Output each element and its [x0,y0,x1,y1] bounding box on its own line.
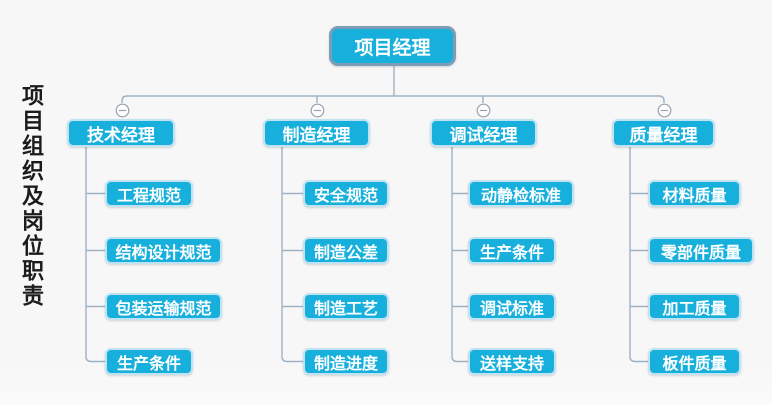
connector-branch-3 [451,147,468,363]
node-leaf[interactable]: 生产条件 [468,237,556,264]
node-leaf[interactable]: 制造进度 [303,348,389,375]
node-leaf[interactable]: 结构设计规范 [105,237,222,264]
collapse-minus-icon[interactable] [657,103,672,118]
node-leaf[interactable]: 安全规范 [303,180,389,207]
chart-title-vertical: 项目组织及岗位职责 [19,84,44,309]
node-leaf[interactable]: 材料质量 [648,180,741,207]
collapse-minus-icon[interactable] [115,103,130,118]
node-leaf[interactable]: 制造公差 [303,237,389,264]
node-leaf[interactable]: 调试标准 [468,293,556,320]
connector-branch-4 [629,147,648,363]
connector-branch-2 [281,147,303,363]
node-leaf[interactable]: 包装运输规范 [105,293,222,320]
node-leaf[interactable]: 零部件质量 [648,237,754,264]
node-branch-4[interactable]: 质量经理 [612,119,715,147]
node-branch-3[interactable]: 调试经理 [430,119,537,147]
node-branch-2[interactable]: 制造经理 [263,119,370,147]
node-leaf[interactable]: 制造工艺 [303,293,389,320]
collapse-minus-icon[interactable] [476,103,491,118]
node-leaf[interactable]: 板件质量 [648,348,741,375]
collapse-minus-icon[interactable] [310,103,325,118]
node-leaf[interactable]: 动静检标准 [468,180,574,207]
node-leaf[interactable]: 加工质量 [648,293,741,320]
node-branch-1[interactable]: 技术经理 [67,119,175,147]
node-leaf[interactable]: 工程规范 [105,180,193,207]
connector-branch-1 [85,147,105,363]
node-leaf[interactable]: 生产条件 [105,348,193,375]
node-leaf[interactable]: 送样支持 [468,348,556,375]
connector-top-rail [121,66,665,103]
node-root[interactable]: 项目经理 [329,26,456,66]
